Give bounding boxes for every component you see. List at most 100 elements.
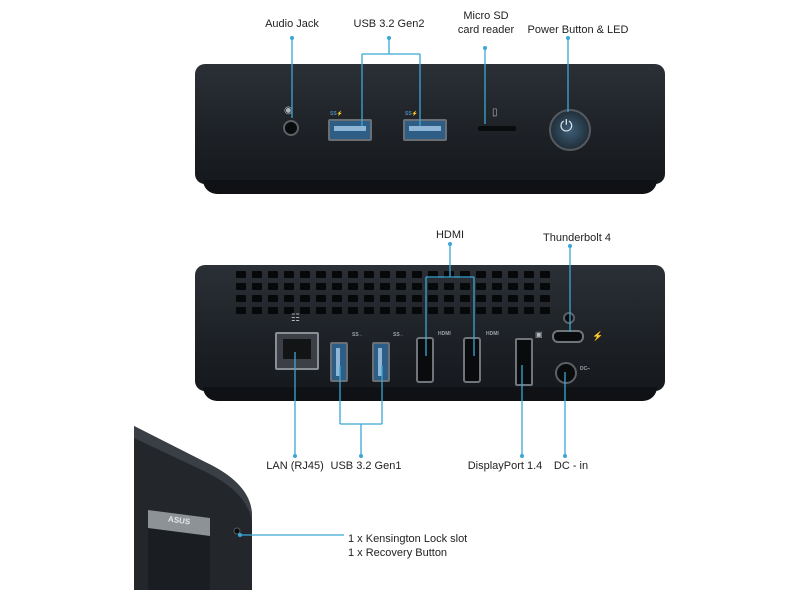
label-usb-gen1: USB 3.2 Gen1 [330, 460, 402, 472]
vent-slot [332, 283, 342, 290]
vent-slot [252, 295, 262, 302]
vent-slot [396, 307, 406, 314]
ventilation-grille [236, 271, 556, 317]
label-audio-jack: Audio Jack [265, 18, 319, 30]
vent-slot [492, 283, 502, 290]
vent-slot [252, 271, 262, 278]
vent-slot [268, 283, 278, 290]
vent-slot [540, 271, 550, 278]
vent-slot [268, 271, 278, 278]
vent-slot [396, 271, 406, 278]
vent-slot [460, 271, 470, 278]
vent-slot [540, 295, 550, 302]
vent-slot [396, 283, 406, 290]
usb-gen1-port-2 [372, 342, 390, 382]
vent-slot [300, 271, 310, 278]
usb-gen2-port-2 [403, 119, 447, 141]
label-usb-gen2: USB 3.2 Gen2 [353, 18, 425, 30]
vent-slot [428, 295, 438, 302]
vent-slot [492, 295, 502, 302]
dc-icon: DC⎯ [580, 366, 590, 372]
vent-slot [540, 307, 550, 314]
network-icon: ☷ [291, 313, 300, 324]
vent-slot [444, 271, 454, 278]
lan-rj45-port [275, 332, 319, 370]
dot-displayport [520, 454, 524, 458]
power-button [549, 109, 591, 151]
vent-slot [364, 295, 374, 302]
vent-slot [236, 271, 246, 278]
vent-slot [300, 295, 310, 302]
vent-slot [508, 271, 518, 278]
vent-slot [444, 295, 454, 302]
brand-logo: ASUS [167, 514, 191, 527]
label-lan: LAN (RJ45) [266, 460, 324, 472]
vent-slot [300, 307, 310, 314]
vent-slot [412, 307, 422, 314]
label-recovery: 1 x Recovery Button [348, 547, 448, 559]
usb-ss-mark-3: SS← [352, 332, 364, 338]
vent-slot [348, 283, 358, 290]
vent-slot [236, 307, 246, 314]
vent-slot [412, 283, 422, 290]
vent-slot [412, 295, 422, 302]
sd-card-icon: ▯ [492, 107, 498, 118]
displayport-port [515, 338, 533, 386]
vent-slot [380, 271, 390, 278]
label-power: Power Button & LED [527, 24, 629, 36]
dot-kensington [238, 533, 242, 537]
hdmi-port-1 [416, 337, 434, 383]
label-dc-in: DC - in [553, 460, 589, 472]
vent-slot [236, 283, 246, 290]
vent-slot [524, 283, 534, 290]
vent-slot [460, 283, 470, 290]
vent-slot [492, 307, 502, 314]
vent-slot [364, 271, 374, 278]
vent-slot [284, 283, 294, 290]
label-displayport: DisplayPort 1.4 [467, 460, 543, 472]
vent-slot [364, 283, 374, 290]
usb-gen1-port-1 [330, 342, 348, 382]
usb-ss-mark-1: SS⚡ [330, 111, 343, 117]
hdmi-mark-1: HDMI [438, 331, 451, 337]
vent-slot [476, 283, 486, 290]
vent-slot [268, 295, 278, 302]
vent-slot [508, 295, 518, 302]
dot-audio-jack [290, 36, 294, 40]
label-micro-sd-line1: Micro SD [463, 10, 509, 22]
vent-slot [380, 307, 390, 314]
vent-slot [332, 307, 342, 314]
vent-slot [524, 295, 534, 302]
vent-slot [252, 307, 262, 314]
vent-slot [252, 283, 262, 290]
vent-slot [316, 271, 326, 278]
dot-usb-gen1 [359, 454, 363, 458]
vent-slot [460, 295, 470, 302]
vent-slot [460, 307, 470, 314]
vent-slot [236, 295, 246, 302]
vent-slot [284, 271, 294, 278]
label-micro-sd-line2: card reader [457, 24, 515, 36]
vent-slot [428, 283, 438, 290]
vent-slot [476, 295, 486, 302]
vent-slot [412, 271, 422, 278]
vent-slot [524, 307, 534, 314]
vent-slot [316, 307, 326, 314]
vent-slot [284, 307, 294, 314]
headset-icon: ◉ [284, 105, 293, 116]
dot-dc-in [563, 454, 567, 458]
thunderbolt-4-port [552, 330, 584, 343]
vent-slot [444, 307, 454, 314]
vent-slot [348, 295, 358, 302]
usb-ss-mark-4: SS← [393, 332, 405, 338]
thunderbolt-icon: ⚡ [592, 331, 604, 341]
power-icon: ⏻ [560, 118, 573, 135]
vent-slot [380, 295, 390, 302]
dot-hdmi [448, 242, 452, 246]
vent-slot [380, 283, 390, 290]
vent-slot [316, 295, 326, 302]
vent-slot [476, 307, 486, 314]
label-thunderbolt: Thunderbolt 4 [543, 232, 611, 244]
device-rear-base [203, 387, 657, 401]
vent-slot [476, 271, 486, 278]
